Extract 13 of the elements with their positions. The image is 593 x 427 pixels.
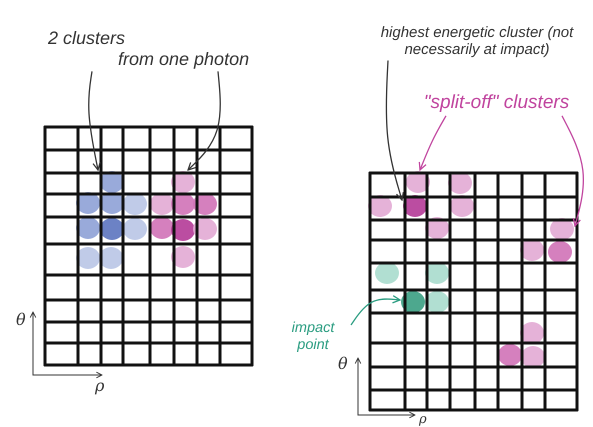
annotation-text: impact point: [290, 320, 336, 354]
leader-arrow: [418, 116, 447, 171]
leader-arrow: [386, 60, 404, 201]
leader-arrow: [350, 295, 401, 326]
annotation-text: "split-off" clusters: [422, 92, 570, 114]
leader-arrow: [561, 116, 584, 227]
axis-label: θ: [16, 312, 26, 328]
annotation-text: highest energetic cluster (not necessarily at impact): [380, 24, 575, 58]
axis-label: ρ: [95, 378, 104, 394]
axis-label: θ: [338, 356, 348, 372]
leader-arrow: [187, 71, 221, 171]
axis-label: ρ: [419, 413, 427, 426]
leader-arrow: [88, 71, 101, 171]
